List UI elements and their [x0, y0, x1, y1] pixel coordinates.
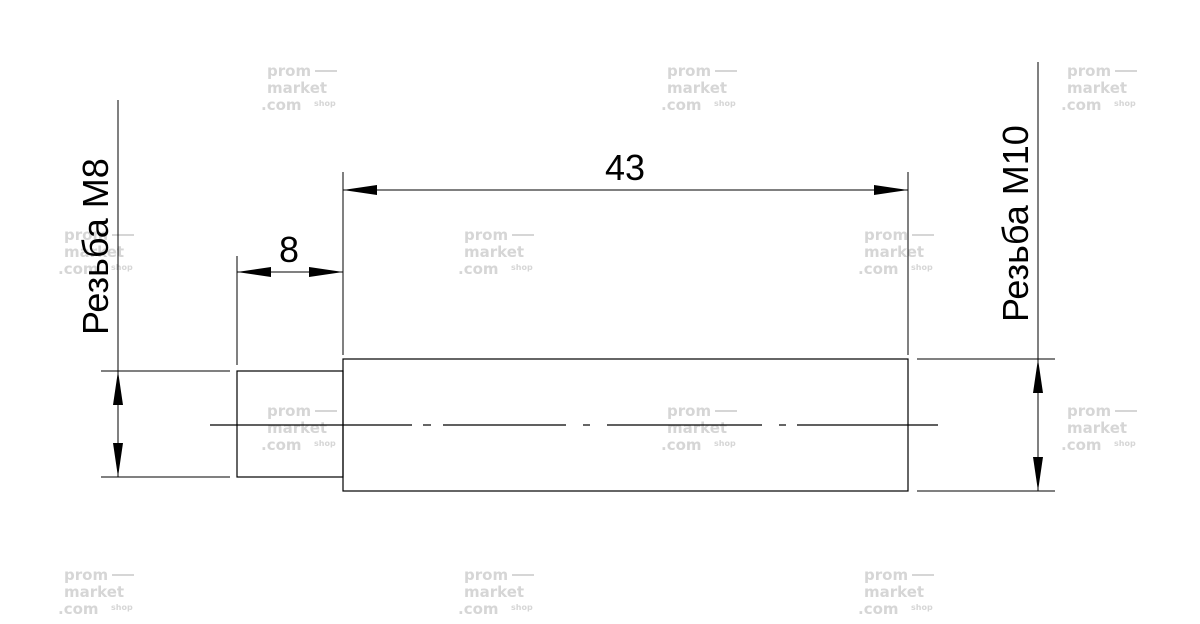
svg-text:market: market — [667, 419, 727, 437]
svg-text:prom: prom — [464, 566, 508, 584]
svg-text:.com: .com — [661, 96, 702, 114]
svg-text:prom: prom — [1067, 62, 1111, 80]
svg-text:shop: shop — [111, 263, 133, 272]
svg-text:shop: shop — [511, 603, 533, 612]
arrow-up-icon — [113, 371, 123, 405]
svg-text:shop: shop — [314, 99, 336, 108]
svg-text:prom: prom — [64, 566, 108, 584]
dimension-thread-m8: Резьба М8 — [75, 100, 123, 477]
watermark: prom market .com shop — [458, 566, 534, 618]
svg-text:shop: shop — [714, 99, 736, 108]
svg-text:.com: .com — [858, 260, 899, 278]
arrow-left-icon — [343, 185, 377, 195]
svg-text:prom: prom — [64, 226, 108, 244]
dimension-43: 43 — [343, 147, 908, 195]
svg-text:prom: prom — [864, 566, 908, 584]
svg-text:market: market — [464, 583, 524, 601]
svg-text:shop: shop — [1114, 99, 1136, 108]
svg-text:market: market — [864, 243, 924, 261]
svg-text:.com: .com — [261, 436, 302, 454]
svg-text:shop: shop — [511, 263, 533, 272]
svg-text:prom: prom — [267, 402, 311, 420]
watermark: prom market .com shop — [661, 402, 737, 454]
svg-text:market: market — [1067, 79, 1127, 97]
arrow-down-icon — [113, 443, 123, 477]
watermark: prom market .com shop — [661, 62, 737, 114]
svg-text:prom: prom — [464, 226, 508, 244]
svg-text:prom: prom — [1067, 402, 1111, 420]
watermark: prom market .com shop — [1061, 402, 1137, 454]
svg-text:market: market — [64, 583, 124, 601]
svg-text:prom: prom — [667, 402, 711, 420]
svg-text:shop: shop — [911, 263, 933, 272]
svg-text:.com: .com — [1061, 96, 1102, 114]
svg-text:shop: shop — [314, 439, 336, 448]
svg-text:market: market — [464, 243, 524, 261]
watermark: prom market .com shop — [58, 226, 134, 278]
arrow-down-icon — [1033, 457, 1043, 491]
arrow-right-icon — [874, 185, 908, 195]
watermark: prom market .com shop — [458, 226, 534, 278]
svg-text:shop: shop — [714, 439, 736, 448]
arrow-right-icon — [309, 267, 343, 277]
svg-text:market: market — [667, 79, 727, 97]
thread-m10-label: Резьба М10 — [995, 125, 1036, 322]
watermark-layer: prom market .com shop prom market .com s… — [58, 62, 1137, 618]
watermark: prom market .com shop — [261, 62, 337, 114]
svg-text:market: market — [64, 243, 124, 261]
svg-text:prom: prom — [667, 62, 711, 80]
svg-text:prom: prom — [267, 62, 311, 80]
dimension-43-label: 43 — [605, 147, 645, 188]
svg-text:.com: .com — [1061, 436, 1102, 454]
svg-text:market: market — [1067, 419, 1127, 437]
dimension-thread-m10: Резьба М10 — [995, 62, 1043, 491]
svg-text:.com: .com — [58, 260, 99, 278]
arrow-left-icon — [237, 267, 271, 277]
svg-text:prom: prom — [864, 226, 908, 244]
svg-text:shop: shop — [911, 603, 933, 612]
svg-text:.com: .com — [858, 600, 899, 618]
svg-text:.com: .com — [58, 600, 99, 618]
svg-text:.com: .com — [661, 436, 702, 454]
svg-text:market: market — [864, 583, 924, 601]
svg-text:.com: .com — [458, 260, 499, 278]
extension-lines — [101, 172, 1055, 492]
dimension-8-label: 8 — [279, 229, 299, 270]
watermark: prom market .com shop — [1061, 62, 1137, 114]
svg-text:shop: shop — [1114, 439, 1136, 448]
svg-text:market: market — [267, 419, 327, 437]
svg-text:shop: shop — [111, 603, 133, 612]
svg-text:.com: .com — [458, 600, 499, 618]
svg-text:.com: .com — [261, 96, 302, 114]
thread-m8-label: Резьба М8 — [75, 158, 116, 335]
watermark: prom market .com shop — [858, 566, 934, 618]
dimension-8: 8 — [237, 229, 343, 277]
watermark: prom market .com shop — [261, 402, 337, 454]
watermark: prom market .com shop — [58, 566, 134, 618]
svg-text:market: market — [267, 79, 327, 97]
arrow-up-icon — [1033, 359, 1043, 393]
watermark: prom market .com shop — [858, 226, 934, 278]
